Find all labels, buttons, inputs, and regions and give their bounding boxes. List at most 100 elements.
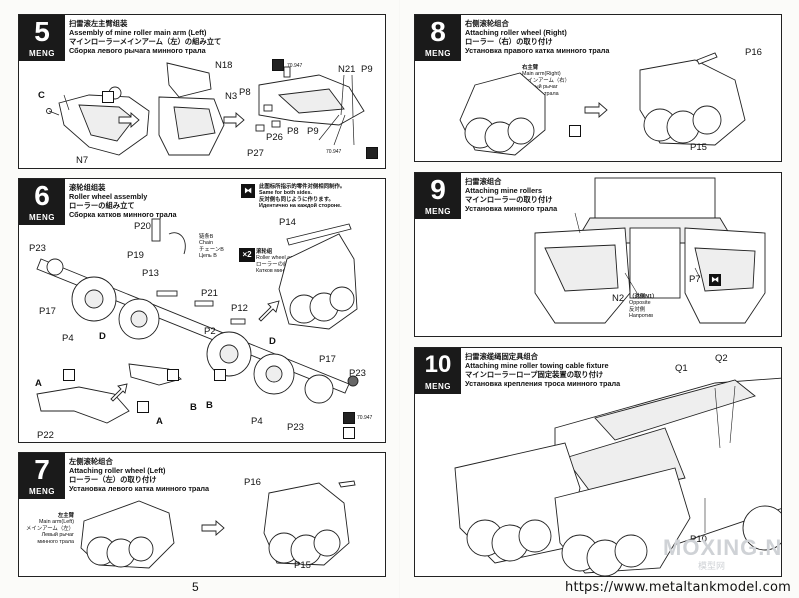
step-7-titles: 左侧滚轮组合 Attaching roller wheel (Left) ローラ… — [69, 457, 209, 493]
title-ja: ローラー（右）の取り付け — [465, 37, 553, 46]
title-en: Attaching roller wheel (Right) — [465, 28, 567, 37]
cement-icon — [343, 427, 355, 439]
brand-logo: MENG — [425, 207, 451, 216]
step-7-panel: 7 MENG 左侧滚轮组合 Attaching roller wheel (Le… — [18, 452, 386, 577]
part-label: P20 — [134, 221, 151, 232]
part-label: P9 — [361, 64, 373, 75]
step-8-drawing — [459, 52, 746, 156]
title-ru: Установка крепления троса минного трала — [465, 379, 621, 388]
step-6-drawing — [36, 218, 359, 424]
step-5-titles: 扫雷滚左主臂组装 Assembly of mine roller main ar… — [69, 19, 221, 55]
part-label: N18 — [215, 60, 233, 71]
part-label: P19 — [127, 250, 144, 261]
cement-icon — [137, 401, 149, 413]
step-9-titles: 扫雷滚组合 Attaching mine rollers マインローラーの取り付… — [465, 177, 557, 213]
part-label: Q2 — [715, 353, 728, 364]
part-label: P27 — [247, 148, 264, 159]
opposite-note: （对侧N1） Opposite 反対側 Напротив — [629, 294, 658, 320]
part-label: P7 — [689, 274, 701, 285]
left-page: 5 MENG 扫雷滚左主臂组装 Assembly of mine roller … — [0, 0, 399, 598]
cement-icon — [214, 369, 226, 381]
step-6-titles: 滚轮组组装 Roller wheel assembly ローラーの組み立て Сб… — [69, 183, 177, 219]
brand-logo: MENG — [29, 49, 55, 58]
title-zh: 扫雷滚左主臂组装 — [69, 19, 128, 28]
title-ru: Сборка левого рычага минного трала — [69, 46, 206, 55]
part-label: P10 — [690, 534, 707, 545]
part-label: N3 — [225, 91, 238, 102]
title-zh: 扫雷滚缆绳固定具组合 — [465, 352, 538, 361]
part-label: N21 — [338, 64, 356, 75]
step-number: 9 — [430, 174, 446, 205]
cement-icon — [167, 369, 179, 381]
title-ja: マインローラーメインアーム（左）の組み立て — [69, 37, 222, 46]
cement-icon — [63, 369, 75, 381]
step-number: 8 — [430, 16, 446, 47]
part-label: P13 — [142, 268, 159, 279]
site-watermark: MOXING.NET — [663, 535, 782, 560]
part-label: P9 — [307, 126, 319, 137]
part-label: N7 — [76, 155, 89, 166]
title-ru: Установка минного трала — [465, 204, 558, 213]
step-number: 10 — [424, 351, 452, 378]
title-zh: 左侧滚轮组合 — [69, 457, 113, 466]
title-en: Attaching mine roller towing cable fixtu… — [465, 361, 609, 370]
step-10-badge: 10 MENG — [415, 348, 461, 394]
paint-code: 70.947 — [326, 149, 342, 155]
part-label: P4 — [62, 333, 74, 344]
part-label: P21 — [201, 288, 218, 299]
part-label: B — [206, 400, 213, 411]
title-en: Attaching roller wheel (Left) — [69, 466, 166, 475]
paint-code: 70.947 — [357, 415, 373, 421]
step-5-drawing — [46, 62, 365, 156]
cement-icon — [569, 125, 581, 137]
part-label: Q1 — [675, 363, 688, 374]
step-6-badge: 6 MENG — [19, 179, 65, 225]
part-label: P15 — [294, 560, 311, 571]
step-7-drawing — [80, 480, 356, 569]
step-10-drawing — [454, 377, 781, 576]
part-label: P8 — [287, 126, 299, 137]
step-7-badge: 7 MENG — [19, 453, 65, 499]
step-8-panel: 8 MENG 右侧滚轮组合 Attaching roller wheel (Ri… — [414, 14, 782, 162]
symmetry-icon: ⧓ — [241, 184, 255, 198]
part-label: C — [38, 90, 45, 101]
part-label: A — [156, 416, 163, 427]
part-label: P8 — [239, 87, 251, 98]
title-en: Roller wheel assembly — [69, 192, 148, 201]
right-page: 8 MENG 右侧滚轮组合 Attaching roller wheel (Ri… — [400, 0, 799, 598]
part-label: D — [99, 331, 106, 342]
part-label: P17 — [39, 306, 56, 317]
part-label: P23 — [349, 368, 366, 379]
title-ru: Установка правого катка минного трала — [465, 46, 610, 55]
step-8-titles: 右侧滚轮组合 Attaching roller wheel (Right) ロー… — [465, 19, 609, 55]
brand-logo: MENG — [29, 213, 55, 222]
part-label: P23 — [29, 243, 46, 254]
step-5-panel: 5 MENG 扫雷滚左主臂组装 Assembly of mine roller … — [18, 14, 386, 169]
part-label: P16 — [745, 47, 762, 58]
title-zh: 扫雷滚组合 — [465, 177, 502, 186]
title-ja: ローラーの組み立て — [69, 201, 135, 210]
step-9-panel: 9 MENG 扫雷滚组合 Attaching mine rollers マインロ… — [414, 172, 782, 337]
part-label: P17 — [319, 354, 336, 365]
cement-icon — [102, 91, 114, 103]
page-number: 5 — [192, 580, 199, 594]
title-ru: Сборка катков минного трала — [69, 210, 177, 219]
part-label: P16 — [244, 477, 261, 488]
title-en: Attaching mine rollers — [465, 186, 543, 195]
chain-note: 链条B Chain チェーンB Цепь B — [199, 234, 224, 260]
step-10-panel: 10 MENG 扫雷滚缆绳固定具组合 Attaching mine roller… — [414, 347, 782, 577]
step-6-panel: 6 MENG 滚轮组组装 Roller wheel assembly ローラーの… — [18, 178, 386, 443]
paint-icon — [366, 147, 378, 159]
step-number: 5 — [34, 16, 50, 47]
part-label: P15 — [690, 142, 707, 153]
title-ja: マインローラーロープ固定装置の取り付け — [465, 370, 604, 379]
step-8-badge: 8 MENG — [415, 15, 461, 61]
title-ja: ローラー（左）の取り付け — [69, 475, 157, 484]
brand-logo: MENG — [29, 487, 55, 496]
step-9-badge: 9 MENG — [415, 173, 461, 219]
main-arm-note: 左主臂 Main arm(Left) メインアーム（左） Левый рычаг… — [25, 513, 74, 545]
part-label: P26 — [266, 132, 283, 143]
step-10-titles: 扫雷滚缆绳固定具组合 Attaching mine roller towing … — [465, 352, 620, 388]
part-label: D — [269, 336, 276, 347]
symmetry-note: 此图标所指示的零件对侧相同制作。 Same for both sides. 反対… — [259, 184, 346, 210]
